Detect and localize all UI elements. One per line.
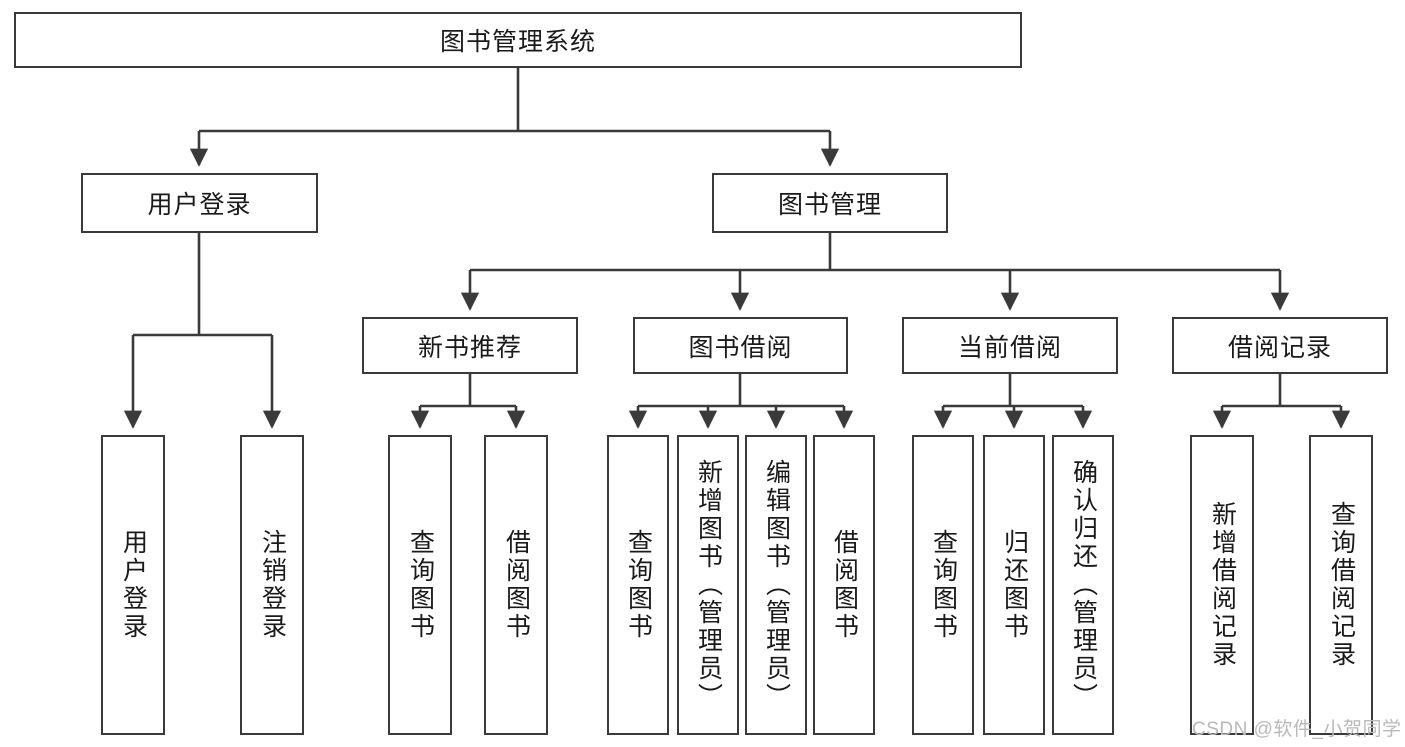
node-leaf-query-book-2[interactable]: 查询图书 [607,435,669,735]
node-book-manage-label: 图书管理 [777,191,882,219]
node-user-login-label: 用户登录 [147,191,252,219]
node-borrow-record-label: 借阅记录 [1227,333,1332,362]
node-leaf-query-record-label: 查询借阅记录 [1327,501,1356,669]
node-leaf-return-book[interactable]: 归还图书 [983,435,1045,735]
node-book-manage[interactable]: 图书管理 [712,173,948,233]
node-leaf-return-book-label: 归还图书 [1000,529,1029,641]
node-leaf-logout-label: 注销登录 [258,529,287,641]
node-leaf-borrow-book-2-label: 借阅图书 [830,529,859,641]
node-book-borrow[interactable]: 图书借阅 [633,317,848,374]
node-new-book-rec-label: 新书推荐 [417,333,522,362]
node-leaf-confirm-return[interactable]: 确认归还（管理员） [1052,435,1114,735]
node-book-borrow-label: 图书借阅 [688,333,793,362]
node-root-label: 图书管理系统 [439,28,596,56]
node-leaf-edit-book-label: 编辑图书（管理员） [762,459,791,711]
node-current-borrow-label: 当前借阅 [957,333,1062,362]
node-leaf-query-book-1-label: 查询图书 [406,529,435,641]
node-leaf-query-book-3[interactable]: 查询图书 [912,435,974,735]
node-new-book-rec[interactable]: 新书推荐 [362,317,578,374]
node-leaf-add-record-label: 新增借阅记录 [1208,501,1237,669]
node-leaf-borrow-book-2[interactable]: 借阅图书 [813,435,875,735]
node-leaf-confirm-return-label: 确认归还（管理员） [1069,459,1098,711]
node-leaf-query-book-1[interactable]: 查询图书 [388,435,452,735]
node-user-login[interactable]: 用户登录 [81,173,318,233]
node-root[interactable]: 图书管理系统 [14,12,1022,68]
csdn-watermark: CSDN @软件_小贺同学 [1192,719,1402,740]
node-current-borrow[interactable]: 当前借阅 [902,317,1118,374]
node-leaf-query-book-3-label: 查询图书 [929,529,958,641]
node-leaf-user-login[interactable]: 用户登录 [101,435,165,735]
node-leaf-borrow-book-1-label: 借阅图书 [502,529,531,641]
node-leaf-add-book-label: 新增图书（管理员） [694,459,723,711]
node-leaf-user-login-label: 用户登录 [119,529,148,641]
node-leaf-query-book-2-label: 查询图书 [624,529,653,641]
node-leaf-borrow-book-1[interactable]: 借阅图书 [484,435,548,735]
node-leaf-logout[interactable]: 注销登录 [240,435,304,735]
node-borrow-record[interactable]: 借阅记录 [1172,317,1388,374]
node-leaf-edit-book[interactable]: 编辑图书（管理员） [745,435,807,735]
node-leaf-add-book[interactable]: 新增图书（管理员） [677,435,739,735]
node-leaf-add-record[interactable]: 新增借阅记录 [1190,435,1254,735]
node-leaf-query-record[interactable]: 查询借阅记录 [1309,435,1373,735]
